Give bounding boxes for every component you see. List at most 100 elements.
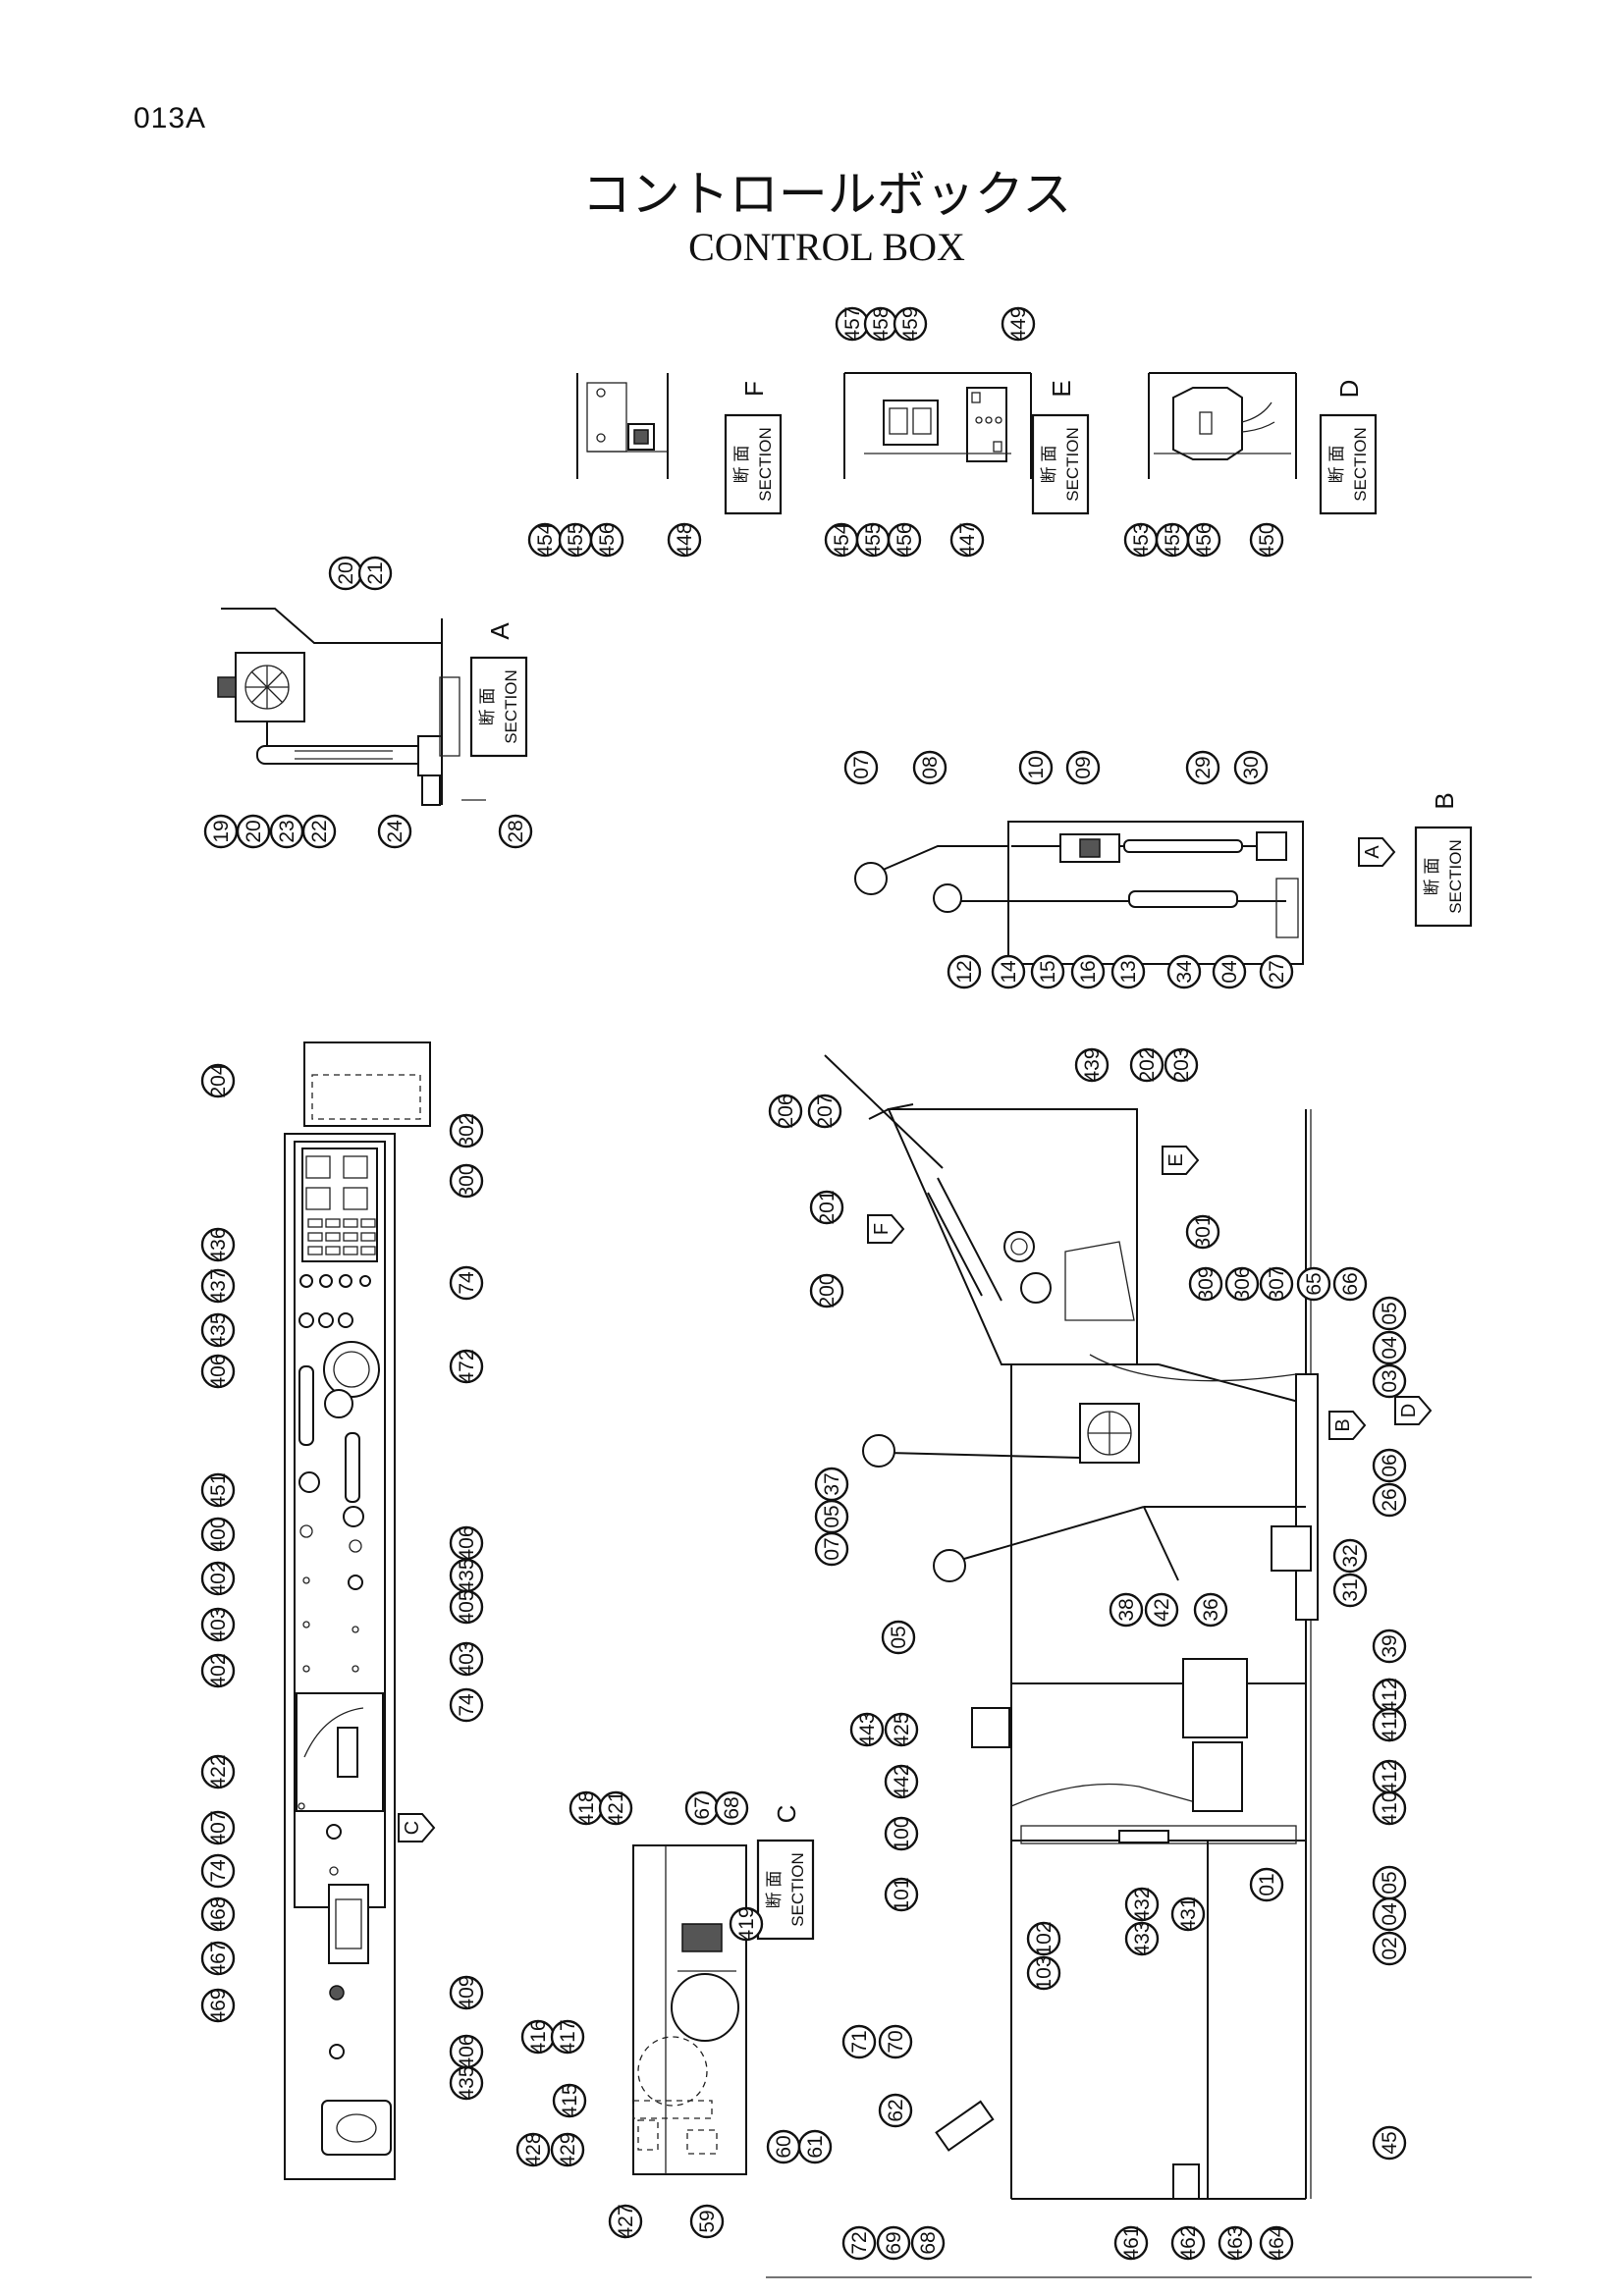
part-number: 435 <box>456 2065 478 2100</box>
part-callout: 09 <box>1065 750 1101 785</box>
part-callout: 29 <box>1185 750 1220 785</box>
part-number: 19 <box>210 820 233 842</box>
part-callout: 23 <box>269 814 304 849</box>
part-number: 12 <box>953 960 976 983</box>
part-number: 07 <box>821 1537 843 1560</box>
section-jp-label: 断 面 <box>1423 858 1441 896</box>
part-number: 202 <box>1136 1047 1159 1082</box>
part-number: 26 <box>1379 1488 1401 1511</box>
part-callout: 203 <box>1164 1047 1199 1083</box>
section-en-label: SECTION <box>756 427 775 502</box>
part-number: 428 <box>522 2132 545 2166</box>
part-number: 23 <box>276 820 298 842</box>
part-callout: 402 <box>200 1653 236 1688</box>
part-number: 100 <box>891 1816 913 1850</box>
part-number: 72 <box>848 2231 871 2254</box>
part-number: 416 <box>527 2019 550 2054</box>
part-callout: 69 <box>876 2225 911 2261</box>
part-callout: 61 <box>797 2129 833 2164</box>
part-callout: 418 <box>568 1790 604 1826</box>
part-number: 01 <box>1256 1873 1278 1896</box>
section-letter: F <box>739 381 769 397</box>
part-callout: 462 <box>1170 2225 1206 2261</box>
part-callout: 417 <box>550 2019 585 2055</box>
view-arrow-d: D <box>1394 1396 1433 1425</box>
part-callout: 403 <box>200 1607 236 1642</box>
part-number: 412 <box>1379 1759 1401 1793</box>
part-number: 71 <box>848 2030 871 2053</box>
part-number: 436 <box>207 1227 230 1261</box>
part-number: 417 <box>557 2019 579 2054</box>
part-callout: 419 <box>729 1906 764 1942</box>
part-number: 66 <box>1339 1272 1362 1295</box>
section-c-detail <box>632 1844 747 2175</box>
part-callout: 435 <box>449 2065 484 2101</box>
part-number: 22 <box>308 820 331 842</box>
part-callout: 08 <box>912 750 947 785</box>
part-callout: 301 <box>1185 1214 1220 1250</box>
part-callout: 405 <box>449 1589 484 1625</box>
part-callout: 07 <box>814 1531 849 1567</box>
part-callout: 39 <box>1372 1629 1407 1664</box>
view-arrow-b: B <box>1328 1411 1367 1440</box>
part-number: 447 <box>956 522 979 557</box>
part-callout: 403 <box>449 1641 484 1677</box>
part-number: 406 <box>456 1525 478 1560</box>
part-callout: 415 <box>552 2083 587 2118</box>
part-number: 419 <box>735 1906 758 1941</box>
part-number: 36 <box>1200 1598 1222 1621</box>
part-callout: 449 <box>1001 306 1036 342</box>
part-number: 443 <box>856 1712 879 1746</box>
part-number: 207 <box>814 1094 837 1128</box>
part-number: 24 <box>384 820 406 843</box>
part-callout: 400 <box>200 1517 236 1552</box>
part-number: 435 <box>456 1558 478 1592</box>
part-number: 65 <box>1303 1272 1326 1295</box>
part-number: 456 <box>596 522 619 557</box>
part-number: 42 <box>1151 1598 1173 1621</box>
part-callout: 100 <box>884 1816 919 1851</box>
part-number: 411 <box>1379 1708 1401 1740</box>
diagram-title-japanese: コントロールボックス <box>581 166 1072 223</box>
part-number: 14 <box>998 960 1020 984</box>
section-jp-label: 断 面 <box>732 446 751 484</box>
part-number: 403 <box>207 1607 230 1641</box>
part-number: 429 <box>557 2132 579 2166</box>
part-number: 38 <box>1115 1598 1138 1621</box>
part-number: 45 <box>1379 2131 1401 2154</box>
part-callout: 10 <box>1018 750 1054 785</box>
part-number: 406 <box>456 2034 478 2068</box>
part-callout: 15 <box>1030 954 1065 989</box>
part-callout: 453 <box>1123 522 1159 558</box>
part-callout: 06 <box>1372 1448 1407 1483</box>
section-en-label: SECTION <box>1446 839 1465 914</box>
part-number: 20 <box>335 561 357 584</box>
part-number: 435 <box>207 1312 230 1347</box>
part-number: 206 <box>775 1094 797 1128</box>
part-callout: 406 <box>200 1354 236 1389</box>
part-number: 16 <box>1077 960 1100 983</box>
part-callout: 425 <box>884 1712 919 1747</box>
part-callout: 306 <box>1224 1266 1260 1302</box>
part-number: 09 <box>1072 756 1095 778</box>
part-number: 453 <box>1130 522 1153 557</box>
part-callout: 409 <box>449 1975 484 2010</box>
section-letter: B <box>1430 792 1459 809</box>
part-number: 415 <box>559 2083 581 2117</box>
part-callout: 67 <box>684 1790 720 1826</box>
part-callout: 456 <box>589 522 624 558</box>
part-callout: 416 <box>520 2019 556 2055</box>
part-callout: 20 <box>236 814 271 849</box>
part-callout: 447 <box>949 522 985 558</box>
part-number: 472 <box>456 1349 478 1383</box>
part-callout: 429 <box>550 2132 585 2167</box>
part-number: 20 <box>243 820 265 842</box>
part-callout: 411 <box>1372 1707 1407 1742</box>
part-number: 402 <box>207 1561 230 1595</box>
part-callout: 406 <box>449 1525 484 1561</box>
part-callout: 13 <box>1110 954 1146 989</box>
part-number: 459 <box>899 306 922 341</box>
view-arrow-c: C <box>398 1813 436 1842</box>
